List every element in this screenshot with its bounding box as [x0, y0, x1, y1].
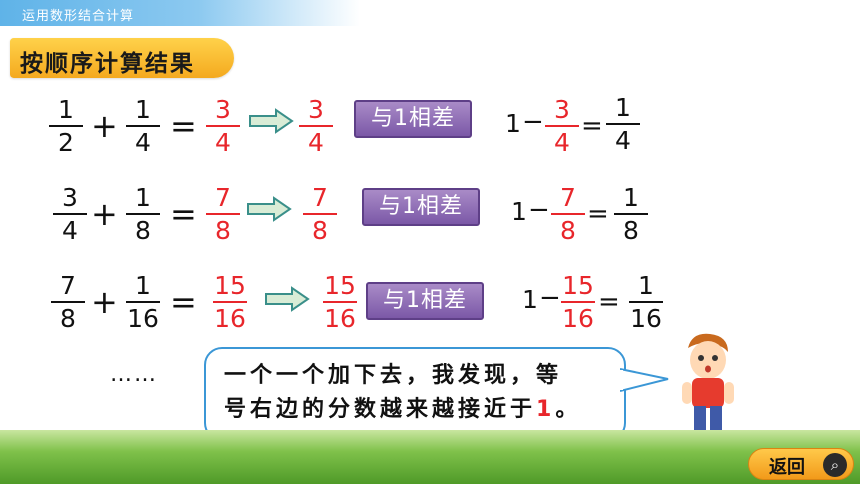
back-button[interactable]: 返回 ⌕ — [748, 448, 854, 480]
section-tag: 按顺序计算结果 — [10, 38, 234, 78]
search-icon: ⌕ — [823, 453, 847, 477]
row1-plus: + — [91, 107, 118, 145]
speech-bubble: 一个一个加下去，我发现，等 号右边的分数越来越接近于1。 — [204, 347, 669, 441]
bubble-line-2: 号右边的分数越来越接近于1。 — [224, 397, 582, 422]
ellipsis: …… — [110, 362, 158, 387]
row2-equals: = — [170, 195, 197, 233]
row2-minus: − — [528, 195, 550, 225]
row1-minus: − — [522, 107, 544, 137]
back-label: 返回 — [769, 457, 805, 478]
header-bar: 运用数形结合计算 — [0, 0, 360, 26]
row3-minus: − — [539, 283, 561, 313]
section-title: 按顺序计算结果 — [20, 51, 195, 77]
bubble-highlight: 1 — [536, 397, 556, 422]
row1-diff-equals: = — [581, 111, 603, 141]
row3-plus: + — [91, 283, 118, 321]
row1-one: 1 — [505, 109, 521, 138]
grass-decoration — [0, 430, 860, 484]
row1-diff-button[interactable]: 与1相差 — [354, 100, 472, 138]
row2-plus: + — [91, 195, 118, 233]
row1-arrow-icon — [249, 108, 294, 134]
header-title: 运用数形结合计算 — [22, 9, 135, 24]
row3-arrow-icon — [265, 286, 310, 312]
row3-one: 1 — [522, 285, 538, 314]
row2-diff-equals: = — [587, 199, 609, 229]
row2-diff-button[interactable]: 与1相差 — [362, 188, 480, 226]
row1-equals: = — [170, 107, 197, 145]
bubble-line-1: 一个一个加下去，我发现，等 — [224, 363, 563, 388]
row3-diff-button[interactable]: 与1相差 — [366, 282, 484, 320]
speech-bubble-tail-icon — [620, 368, 669, 392]
row2-arrow-icon — [247, 196, 292, 222]
row2-one: 1 — [511, 197, 527, 226]
boy-character-icon — [682, 333, 734, 436]
row3-equals: = — [170, 283, 197, 321]
row3-diff-equals: = — [598, 287, 620, 317]
